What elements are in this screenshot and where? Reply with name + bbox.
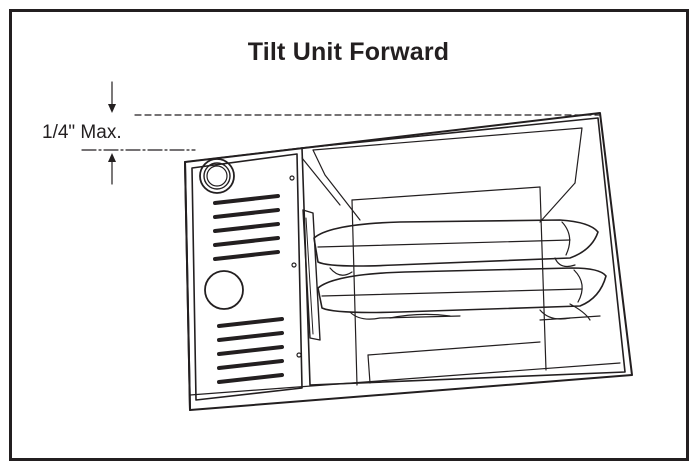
upper-vent-slots [213, 194, 280, 261]
control-panel [191, 153, 303, 401]
diagram-title: Tilt Unit Forward [247, 38, 450, 66]
dial-icon [204, 270, 244, 310]
lower-vent-slots [217, 317, 284, 384]
knob-icon [199, 158, 235, 194]
diagram-frame [9, 9, 689, 461]
upper-basket [313, 219, 599, 276]
cavity-interior [301, 117, 626, 386]
dimension-label: 1/4" Max. [42, 122, 122, 143]
dimension-callout [81, 81, 601, 185]
unit-housing [184, 112, 633, 411]
lower-basket [317, 267, 607, 321]
